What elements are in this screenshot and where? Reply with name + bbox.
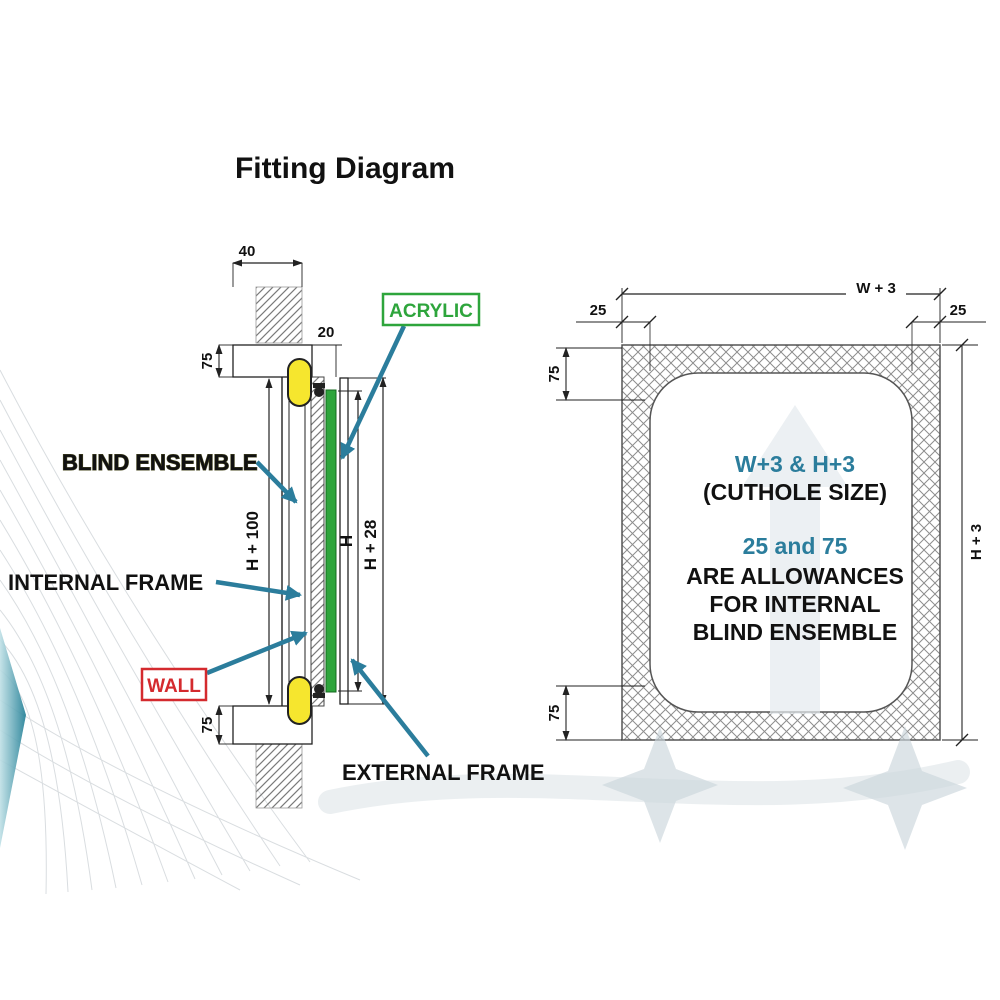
svg-text:W + 3: W + 3 — [856, 280, 896, 297]
blind-ensemble-arrow — [255, 460, 298, 504]
note-line-3: 25 and 75 — [743, 533, 848, 559]
cuthole-note: W+3 & H+3 (CUTHOLE SIZE) 25 and 75 ARE A… — [686, 451, 904, 645]
watermark-star-right — [843, 726, 967, 850]
background-guilloche — [0, 369, 361, 895]
svg-text:H + 28: H + 28 — [361, 520, 380, 571]
svg-text:75: 75 — [546, 705, 563, 722]
page-title: Fitting Diagram — [235, 152, 455, 185]
svg-text:25: 25 — [590, 302, 607, 319]
dimension-40: 40 — [232, 243, 303, 287]
dimension-25-left: 25 — [576, 302, 657, 371]
dimension-75-front-top: 75 — [546, 347, 645, 401]
wall-section-bottom-hatch — [255, 743, 303, 809]
wall-callout: WALL — [140, 630, 308, 702]
wall-label: WALL — [147, 676, 201, 697]
dimension-75-front-bottom: 75 — [546, 685, 645, 741]
note-line-4: ARE ALLOWANCES — [686, 563, 904, 589]
dimension-h28: H + 28 — [348, 377, 387, 705]
blind-ensemble-top-roller — [287, 358, 312, 407]
svg-text:75: 75 — [199, 717, 216, 734]
wall-mid-strip — [310, 376, 325, 707]
acrylic-label-box — [381, 292, 481, 327]
external-frame-callout: EXTERNAL FRAME — [342, 658, 545, 785]
external-frame-label: EXTERNAL FRAME — [342, 760, 545, 785]
acrylic-arrow — [339, 325, 407, 460]
acrylic-callout: ACRYLIC — [339, 292, 481, 460]
front-view: W + 3 25 25 75 — [546, 278, 986, 850]
note-line-6: BLIND ENSEMBLE — [693, 619, 897, 645]
wall-arrow — [206, 630, 308, 676]
dimension-20: 20 — [312, 324, 342, 377]
external-frame-arrow — [350, 658, 430, 758]
blind-ensemble-label: BLIND ENSEMBLE — [62, 450, 258, 475]
dimension-h: H — [337, 390, 362, 692]
dimension-75-bottom: 75 — [199, 705, 233, 745]
svg-text:40: 40 — [239, 243, 256, 260]
teal-wedge-decoration — [0, 628, 26, 848]
internal-frame-arrow — [215, 579, 302, 601]
dimension-w3: W + 3 — [615, 278, 947, 343]
acrylic-panel — [325, 389, 337, 693]
internal-frame-callout: INTERNAL FRAME — [8, 570, 302, 601]
dimension-75-top: 75 — [199, 344, 233, 378]
note-line-2: (CUTHOLE SIZE) — [703, 479, 887, 505]
wall-section-top-hatch — [255, 286, 303, 344]
svg-text:H: H — [337, 535, 356, 547]
dimension-h3: H + 3 — [942, 338, 985, 747]
svg-text:20: 20 — [318, 324, 335, 341]
svg-text:H + 100: H + 100 — [243, 511, 262, 571]
dimension-25-right: 25 — [905, 302, 986, 371]
svg-text:25: 25 — [950, 302, 967, 319]
cross-section-view: 40 20 75 75 H + 100 — [8, 243, 545, 809]
internal-frame-label: INTERNAL FRAME — [8, 570, 203, 595]
note-line-1: W+3 & H+3 — [735, 451, 855, 477]
wall-label-box — [140, 667, 208, 702]
acrylic-label: ACRYLIC — [389, 301, 473, 322]
note-line-5: FOR INTERNAL — [709, 591, 880, 617]
svg-text:75: 75 — [546, 366, 563, 383]
svg-text:H + 3: H + 3 — [968, 524, 985, 560]
blind-ensemble-callout: BLIND ENSEMBLE — [61, 449, 298, 504]
fixing-bolt-bottom — [313, 684, 325, 698]
watermark-star-left — [602, 727, 718, 843]
watermark-arrow — [742, 405, 848, 714]
blind-ensemble-bottom-roller — [287, 676, 312, 725]
fixing-bolt-top — [313, 383, 325, 397]
svg-text:75: 75 — [199, 353, 216, 370]
external-frame-profile — [339, 377, 349, 705]
